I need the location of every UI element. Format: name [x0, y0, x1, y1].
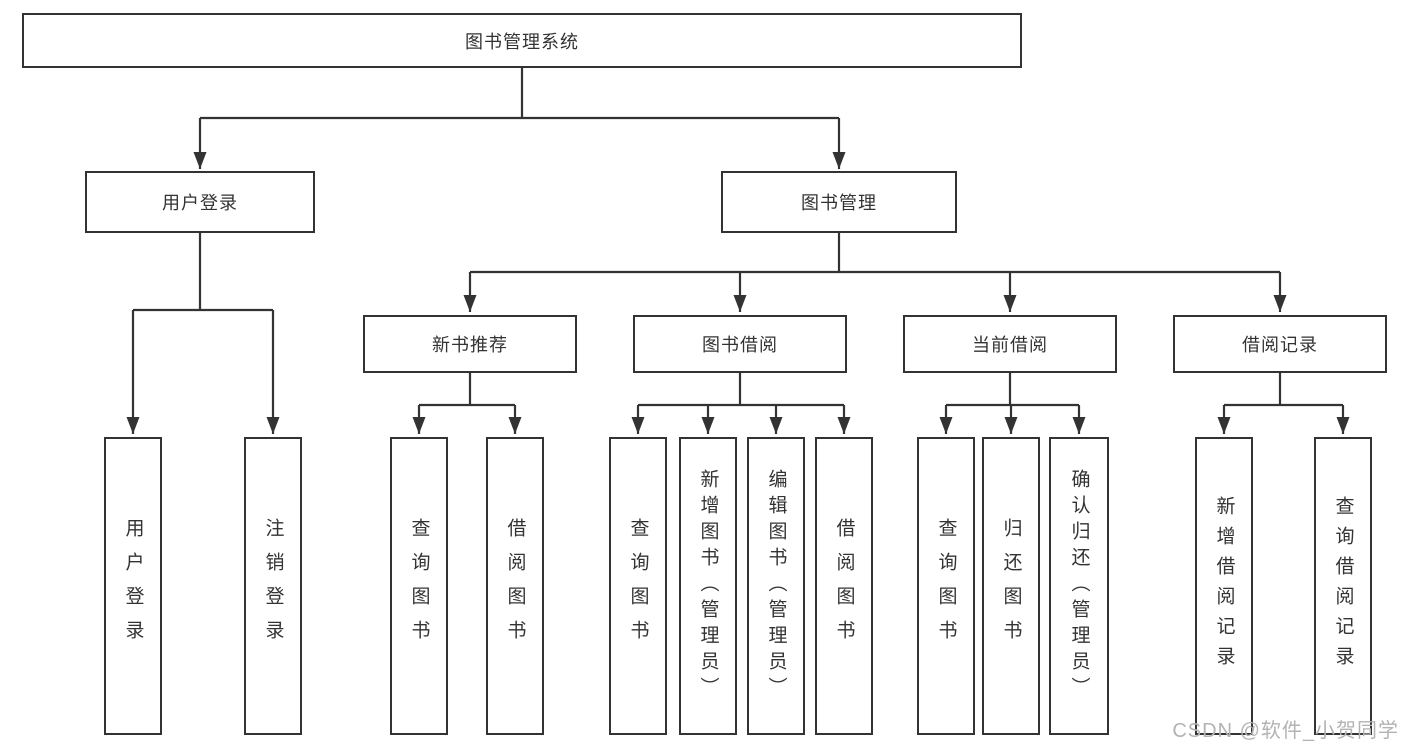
node-leaf-user-login: 用户登录 [104, 437, 162, 735]
node-label: 用户登录 [122, 518, 144, 654]
csdn-watermark: CSDN @软件_小贺同学 [1172, 720, 1399, 742]
node-leaf-add-borrow-record: 新增借阅记录 [1195, 437, 1253, 735]
node-borrowing-records: 借阅记录 [1173, 315, 1387, 373]
node-leaf-query-books-1: 查询图书 [390, 437, 448, 735]
node-label: 当前借阅 [972, 335, 1048, 355]
node-label: 归还图书 [1000, 518, 1022, 654]
node-leaf-borrow-books-2: 借阅图书 [815, 437, 873, 735]
node-label: 借阅图书 [504, 518, 526, 654]
node-label: 查询图书 [408, 518, 430, 654]
plain-connectors [133, 68, 1343, 407]
node-current-borrowing: 当前借阅 [903, 315, 1117, 373]
arrow-connectors [126, 118, 1350, 434]
node-leaf-logout: 注销登录 [244, 437, 302, 735]
node-label: 注销登录 [262, 518, 284, 654]
node-label: 用户登录 [162, 193, 238, 213]
node-label: 新增图书（管理员） [697, 469, 719, 703]
node-leaf-add-books-admin: 新增图书（管理员） [679, 437, 737, 735]
node-new-book-recommendation: 新书推荐 [363, 315, 577, 373]
node-label: 新书推荐 [432, 335, 508, 355]
node-label: 借阅记录 [1242, 335, 1318, 355]
node-leaf-borrow-books-1: 借阅图书 [486, 437, 544, 735]
node-leaf-edit-books-admin: 编辑图书（管理员） [747, 437, 805, 735]
node-label: 新增借阅记录 [1213, 496, 1235, 676]
node-leaf-query-books-3: 查询图书 [917, 437, 975, 735]
node-label: 借阅图书 [833, 518, 855, 654]
node-label: 图书管理 [801, 193, 877, 213]
node-leaf-query-borrow-record: 查询借阅记录 [1314, 437, 1372, 735]
node-book-borrowing: 图书借阅 [633, 315, 847, 373]
node-label: 图书借阅 [702, 335, 778, 355]
node-leaf-confirm-return-admin: 确认归还（管理员） [1049, 437, 1109, 735]
node-library-management-system: 图书管理系统 [22, 13, 1022, 68]
node-label: 查询图书 [627, 518, 649, 654]
node-user-login-branch: 用户登录 [85, 171, 315, 233]
node-label: 确认归还（管理员） [1068, 469, 1090, 703]
node-book-management-branch: 图书管理 [721, 171, 957, 233]
node-leaf-return-books: 归还图书 [982, 437, 1040, 735]
node-leaf-query-books-2: 查询图书 [609, 437, 667, 735]
node-label: 查询图书 [935, 518, 957, 654]
node-label: 编辑图书（管理员） [765, 469, 787, 703]
node-label: 图书管理系统 [465, 31, 579, 52]
node-label: 查询借阅记录 [1332, 496, 1354, 676]
